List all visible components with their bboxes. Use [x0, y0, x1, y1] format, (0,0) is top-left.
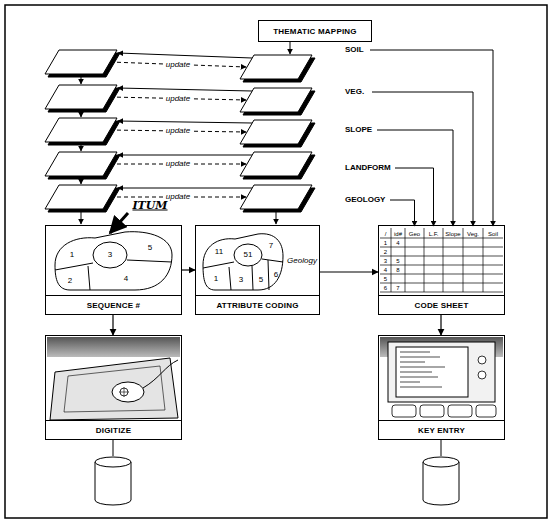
- table-cell: Soil: [488, 231, 498, 237]
- layer-name: SLOPE: [345, 126, 372, 134]
- flow-label: update: [164, 159, 192, 169]
- box-caption: CODE SHEET: [414, 301, 468, 310]
- layer-name: VEG.: [345, 88, 364, 96]
- layer-note: Geology: [286, 257, 318, 265]
- flow-label: update: [164, 192, 192, 202]
- flow-arrow: [182, 269, 195, 270]
- table-cell: 6: [384, 285, 387, 291]
- table-cell: 1: [384, 240, 387, 246]
- table-cell: 4: [396, 240, 399, 246]
- box-caption: SEQUENCE #: [87, 301, 141, 310]
- polygon-number: 1: [70, 251, 74, 259]
- table-cell: id#: [394, 231, 402, 237]
- box-caption: ATTRIBUTE CODING: [216, 301, 298, 310]
- flow-label: update: [164, 94, 192, 104]
- process-box: SEQUENCE #: [45, 225, 182, 315]
- flow-arrow: [320, 271, 378, 272]
- flow-label: update: [164, 60, 192, 70]
- process-box: KEY ENTRY: [378, 335, 505, 440]
- polygon-number: 6: [274, 271, 278, 279]
- polygon-number: 5: [259, 276, 263, 284]
- polygon-number: 5: [148, 244, 152, 252]
- polygon-number: 3: [239, 276, 243, 284]
- handwritten-note: ITUM: [132, 200, 167, 211]
- flow-arrow: [440, 315, 441, 335]
- flow-arrow: [112, 315, 113, 335]
- table-cell: 2: [384, 249, 387, 255]
- polygon-number: 2: [68, 277, 72, 285]
- box-caption: KEY ENTRY: [418, 426, 465, 435]
- box-caption: DIGITIZE: [96, 426, 131, 435]
- process-box: DIGITIZE: [45, 335, 182, 440]
- layer-name: SOIL: [345, 46, 364, 54]
- flow-label: update: [164, 126, 192, 136]
- table-cell: Slope: [445, 231, 460, 237]
- table-cell: 4: [384, 267, 387, 273]
- polygon-number: 3: [108, 251, 112, 259]
- table-cell: 3: [384, 258, 387, 264]
- table-cell: /: [385, 231, 387, 237]
- table-cell: L.F.: [429, 231, 439, 237]
- polygon-number: 51: [244, 251, 253, 259]
- box-caption: THEMATIC MAPPING: [273, 27, 357, 36]
- polygon-number: 1: [214, 275, 218, 283]
- table-cell: Geo: [409, 231, 420, 237]
- polygon-number: 11: [215, 248, 223, 256]
- process-box: ATTRIBUTE CODING: [195, 225, 320, 315]
- table-cell: Veg.: [467, 231, 479, 237]
- source-box: THEMATIC MAPPING: [258, 20, 372, 42]
- table-cell: 5: [384, 276, 387, 282]
- polygon-number: 4: [124, 275, 128, 283]
- layer-name: GEOLOGY: [345, 196, 385, 204]
- table-cell: 7: [396, 285, 399, 291]
- polygon-number: 7: [269, 242, 273, 250]
- table-cell: 8: [396, 267, 399, 273]
- table-cell: 5: [396, 258, 399, 264]
- layer-name: LANDFORM: [345, 164, 391, 172]
